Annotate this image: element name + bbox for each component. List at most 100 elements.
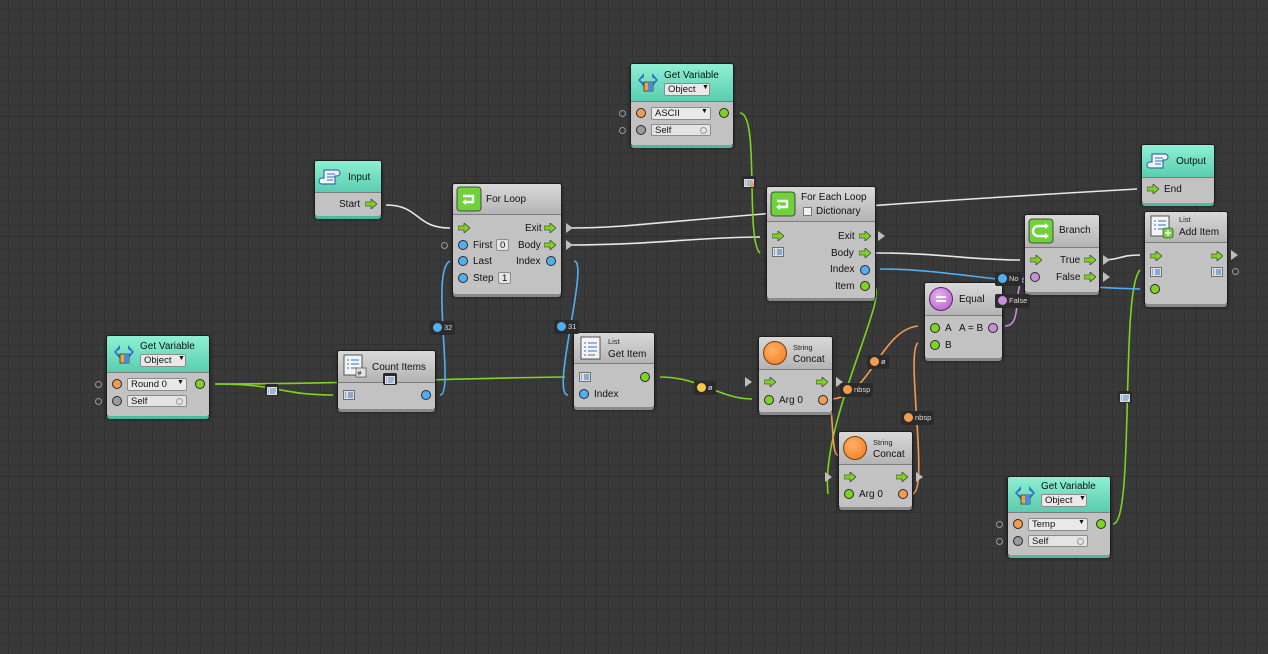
- node-title: Get Variable: [664, 70, 719, 81]
- step-port[interactable]: [458, 273, 468, 283]
- flow-out-arrow-icon[interactable]: [365, 199, 377, 209]
- flow-out-arrow-icon[interactable]: [1084, 255, 1096, 265]
- input-node[interactable]: Input Start: [314, 160, 382, 219]
- flow-in-arrow-icon[interactable]: [772, 231, 784, 241]
- value-output-port[interactable]: [195, 379, 205, 389]
- target-picker-icon[interactable]: [1077, 538, 1084, 545]
- flow-in-arrow-icon[interactable]: [1030, 255, 1042, 265]
- type-port[interactable]: [1013, 519, 1023, 529]
- flow-in-arrow-icon[interactable]: [764, 377, 776, 387]
- list-output-icon[interactable]: [1211, 267, 1223, 277]
- flow-out-arrow-icon[interactable]: [816, 377, 828, 387]
- list-port-icon[interactable]: [343, 390, 355, 400]
- node-footer: [839, 507, 912, 510]
- scope-dropdown[interactable]: Object: [140, 354, 186, 367]
- list-get-item-node[interactable]: List Get Item Index: [573, 332, 655, 410]
- flow-out-arrow-icon[interactable]: [859, 231, 871, 241]
- output-node[interactable]: Output End: [1141, 144, 1215, 206]
- index-port[interactable]: [579, 389, 589, 399]
- count-items-node[interactable]: # Count Items: [337, 350, 436, 412]
- badge-value: No: [1009, 274, 1019, 283]
- badge-value: nbsp: [854, 385, 871, 394]
- wire-value-badge: False: [995, 294, 1031, 308]
- wire-value-badge: nbsp: [901, 411, 935, 425]
- b-input-port[interactable]: [930, 340, 940, 350]
- first-value-field[interactable]: 0: [496, 239, 509, 251]
- flow-in-arrow-icon[interactable]: [458, 223, 470, 233]
- node-footer: [453, 294, 561, 297]
- scope-dropdown[interactable]: Object: [1041, 494, 1087, 507]
- node-footer: [631, 145, 733, 148]
- type-port[interactable]: [112, 379, 122, 389]
- flow-in-arrow-icon[interactable]: [844, 472, 856, 482]
- index-output-port[interactable]: [546, 256, 556, 266]
- target-field[interactable]: Self: [127, 395, 187, 407]
- item-input-port[interactable]: [1150, 284, 1160, 294]
- node-title: Get Variable: [1041, 481, 1096, 492]
- target-field[interactable]: Self: [1028, 535, 1088, 547]
- flow-out-arrow-icon[interactable]: [544, 240, 556, 250]
- dictionary-checkbox[interactable]: [803, 207, 812, 216]
- list-port-icon[interactable]: [1150, 267, 1162, 277]
- flow-out-arrow-icon[interactable]: [859, 248, 871, 258]
- target-field[interactable]: Self: [651, 124, 711, 136]
- type-port[interactable]: [636, 108, 646, 118]
- list-add-item-node[interactable]: List Add Item: [1144, 211, 1228, 307]
- b-label: B: [945, 340, 952, 351]
- string-output-port[interactable]: [818, 395, 828, 405]
- target-picker-icon[interactable]: [700, 127, 707, 134]
- data-wire: [826, 285, 878, 495]
- last-port[interactable]: [458, 256, 468, 266]
- flow-out-arrow-icon[interactable]: [896, 472, 908, 482]
- string-output-port[interactable]: [898, 489, 908, 499]
- index-label: Index: [830, 264, 855, 275]
- item-output-port[interactable]: [640, 372, 650, 382]
- for-each-loop-node[interactable]: For Each Loop Dictionary Exit Body Index…: [766, 186, 876, 301]
- node-title: Add Item: [1179, 227, 1220, 238]
- string-icon: [843, 436, 867, 460]
- loop-icon: [770, 191, 796, 217]
- variable-name-dropdown[interactable]: Temp: [1028, 518, 1088, 531]
- item-output-port[interactable]: [860, 281, 870, 291]
- a-input-port[interactable]: [930, 323, 940, 333]
- list-port-icon[interactable]: [772, 247, 784, 257]
- target-port[interactable]: [1013, 536, 1023, 546]
- node-title: Count Items: [372, 362, 426, 373]
- get-variable-ascii-node[interactable]: Get Variable Object ▼ ASCII ▼ Self: [630, 63, 734, 148]
- flow-in-arrow-icon[interactable]: [1147, 184, 1159, 194]
- get-variable-round-node[interactable]: Get Variable Object ▼ Round 0 ▼ Self: [106, 335, 210, 419]
- target-picker-icon[interactable]: [176, 398, 183, 405]
- string-concat-node-2[interactable]: String Concat Arg 0: [838, 431, 913, 510]
- get-variable-temp-node[interactable]: Get Variable Object ▼ Temp ▼ Self: [1007, 476, 1111, 558]
- flow-input-triangle-icon: [745, 377, 752, 387]
- value-output-port[interactable]: [719, 108, 729, 118]
- arg-label: Arg 0: [779, 395, 803, 406]
- arg-input-port[interactable]: [764, 395, 774, 405]
- step-value-field[interactable]: 1: [498, 272, 511, 284]
- arg-input-port[interactable]: [844, 489, 854, 499]
- for-loop-node[interactable]: For Loop Exit First 0 Body Last Index St…: [452, 183, 562, 297]
- string-concat-node[interactable]: String Concat Arg 0: [758, 336, 833, 415]
- flow-out-arrow-icon[interactable]: [1084, 272, 1096, 282]
- node-footer: [1142, 203, 1214, 206]
- variable-name-dropdown[interactable]: ASCII: [651, 107, 711, 120]
- value-output-port[interactable]: [1096, 519, 1106, 529]
- scope-dropdown[interactable]: Object: [664, 83, 710, 96]
- node-footer: [1025, 292, 1099, 295]
- flow-out-arrow-icon[interactable]: [1211, 251, 1223, 261]
- variable-name-dropdown[interactable]: Round 0: [127, 378, 187, 391]
- flow-in-arrow-icon[interactable]: [1150, 251, 1162, 261]
- result-output-port[interactable]: [988, 323, 998, 333]
- flow-out-arrow-icon[interactable]: [544, 223, 556, 233]
- list-add-icon: [1150, 215, 1174, 239]
- branch-node[interactable]: Branch True False: [1024, 214, 1100, 295]
- count-output-port[interactable]: [421, 390, 431, 400]
- equal-node[interactable]: Equal A A = B B: [924, 282, 1003, 361]
- node-footer: [1145, 304, 1227, 307]
- index-output-port[interactable]: [860, 265, 870, 275]
- list-port-icon[interactable]: [579, 372, 591, 382]
- target-port[interactable]: [636, 125, 646, 135]
- condition-port[interactable]: [1030, 272, 1040, 282]
- first-port[interactable]: [458, 240, 468, 250]
- target-port[interactable]: [112, 396, 122, 406]
